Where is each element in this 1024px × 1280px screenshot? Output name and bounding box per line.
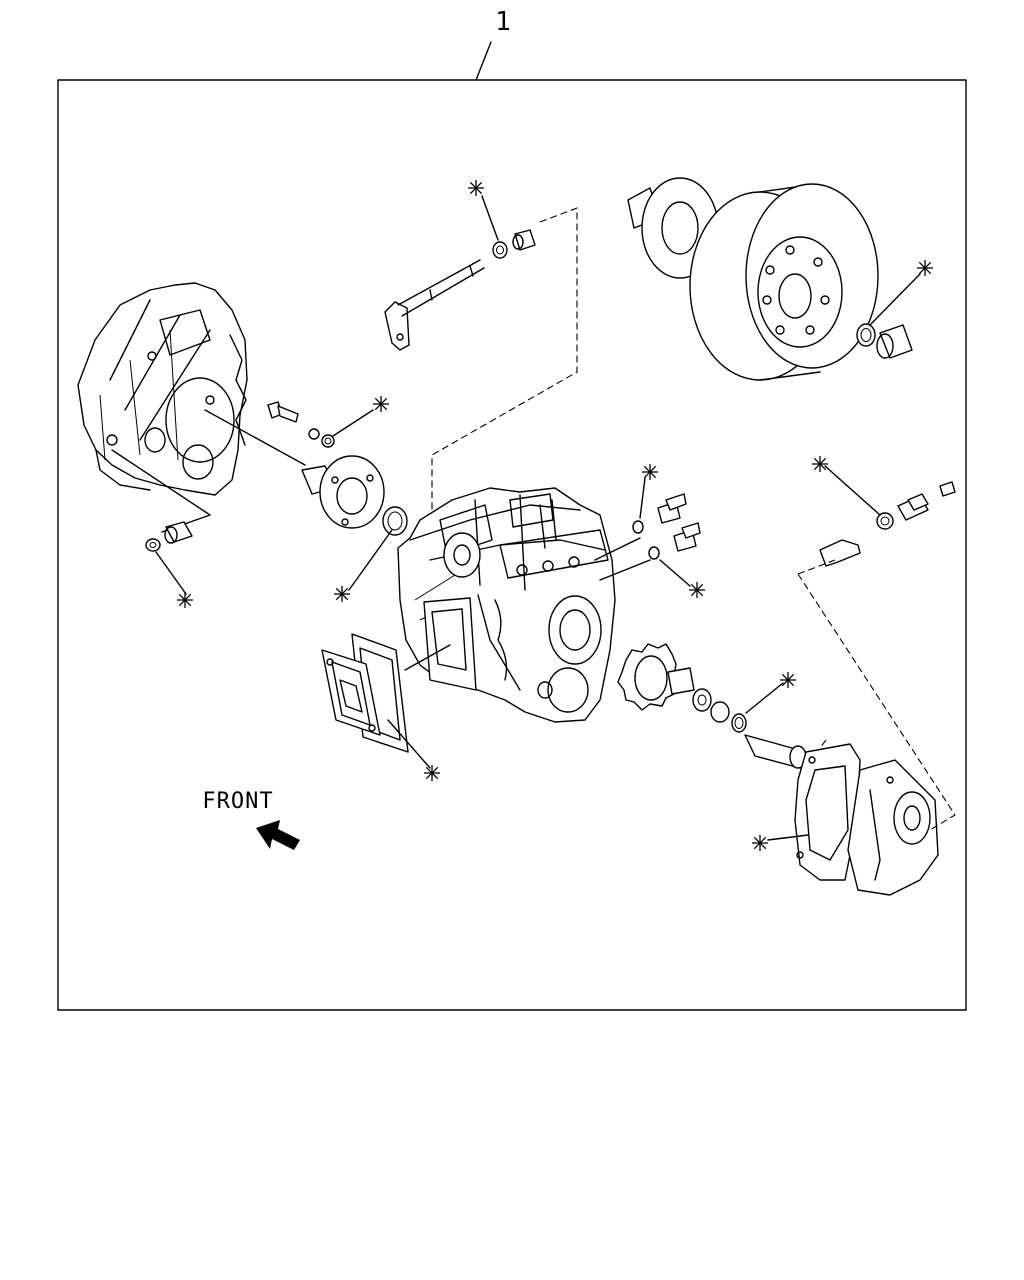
bushing [512,229,536,251]
gasket [423,597,477,691]
asterisk-icon [334,586,350,602]
bell-housing [77,282,248,496]
asterisk-icon [642,464,658,480]
bolt [657,493,687,524]
kit-markers [177,180,933,851]
leader-line [204,409,306,466]
cover-plate [321,649,381,736]
asterisk-icon [177,592,193,608]
seal-ring [876,512,894,530]
bolt [673,522,701,552]
gear [617,643,695,711]
asterisk-icon [812,456,828,472]
asterisk-icon [373,396,389,412]
asterisk-icon [780,672,796,688]
pilot-bearing [876,324,913,359]
asterisk-icon [752,835,768,851]
o-ring [492,241,508,259]
asterisk-icon [689,582,705,598]
speed-sensor [897,493,929,521]
seal-ring [321,434,335,448]
callout-number: 1 [495,7,511,37]
flywheel [689,183,879,381]
leader-line [404,644,451,671]
front-label: FRONT [202,789,273,814]
washer [308,428,320,440]
leader-lines [155,195,921,841]
bushing [164,521,193,544]
asterisk-icon [424,765,440,781]
asterisk-icon [917,260,933,276]
o-ring [731,713,747,733]
leader-line [594,537,651,581]
callout-leader [475,41,492,81]
seal-ring [856,323,876,347]
front-arrow-icon [256,820,300,850]
assembly-line [431,207,578,530]
bushing [710,701,730,723]
speedometer-gear [819,539,861,567]
washer [648,546,660,560]
rear-cover [794,743,939,896]
input-shaft-flange [301,455,385,529]
oil-seal [382,506,408,536]
washer [145,538,161,552]
asterisk-icon [468,180,484,196]
sleeve [744,734,807,769]
bearing [692,688,712,712]
plug [939,481,956,497]
assembly-line [797,559,956,831]
washer [632,520,644,534]
diagram-frame [57,79,967,1011]
bolt [267,401,299,423]
shift-rod [384,259,485,351]
